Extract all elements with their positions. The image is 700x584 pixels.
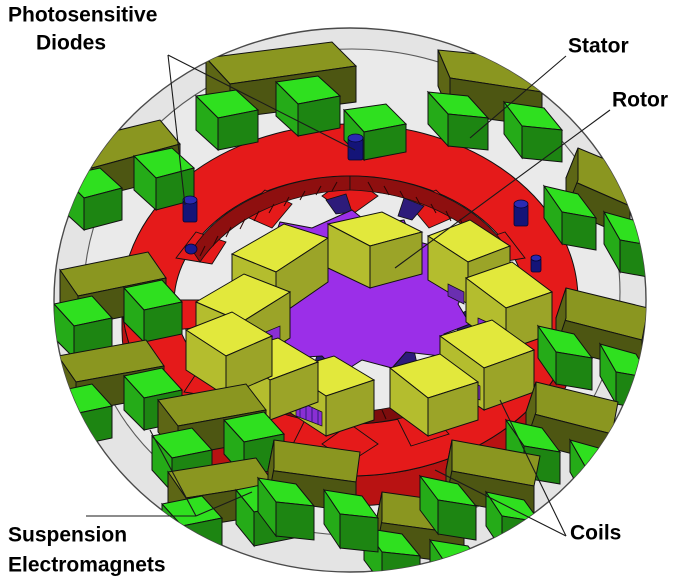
leader-lines bbox=[86, 54, 611, 537]
label-rotor: Rotor bbox=[612, 89, 668, 112]
leader-line-coils-a bbox=[499, 399, 567, 537]
photosensitive-diode bbox=[513, 199, 529, 227]
photosensitive-diode bbox=[184, 243, 198, 255]
diagram-labels: Photosensitive Diodes Stator Rotor Coils… bbox=[8, 4, 668, 577]
suspension-electromagnet bbox=[256, 439, 380, 553]
photosensitive-diode bbox=[347, 133, 364, 161]
photosensitive-diodes bbox=[182, 133, 542, 273]
label-suspension-electromagnets-line2: Electromagnets bbox=[8, 554, 166, 577]
leader-line-rotor bbox=[394, 109, 611, 269]
label-suspension-electromagnets-line1: Suspension bbox=[8, 524, 127, 547]
coil-block bbox=[326, 211, 424, 289]
leader-line-suspension-a bbox=[149, 429, 197, 517]
label-photosensitive-diodes-line2: Diodes bbox=[36, 32, 106, 55]
leader-line-suspension-b bbox=[195, 491, 253, 517]
label-photosensitive-diodes-line1: Photosensitive bbox=[8, 4, 157, 27]
suspension-electromagnet bbox=[342, 103, 408, 162]
suspension-electromagnet bbox=[151, 383, 285, 494]
coil-block bbox=[388, 353, 480, 437]
leader-line-stator bbox=[469, 55, 567, 139]
leader-line-diodes-a bbox=[167, 54, 186, 206]
photosensitive-diode bbox=[530, 254, 542, 273]
leader-line-diodes-b bbox=[167, 54, 356, 151]
suspension-electromagnet bbox=[194, 41, 358, 152]
photosensitive-diode bbox=[182, 195, 198, 223]
label-coils: Coils bbox=[570, 522, 621, 545]
suspension-electromagnet bbox=[536, 287, 646, 411]
suspension-electromagnet bbox=[426, 49, 564, 163]
stator-coils bbox=[184, 211, 554, 437]
leader-line-coils-b bbox=[434, 469, 567, 537]
label-stator: Stator bbox=[568, 35, 629, 58]
suspension-electromagnets bbox=[54, 41, 646, 572]
